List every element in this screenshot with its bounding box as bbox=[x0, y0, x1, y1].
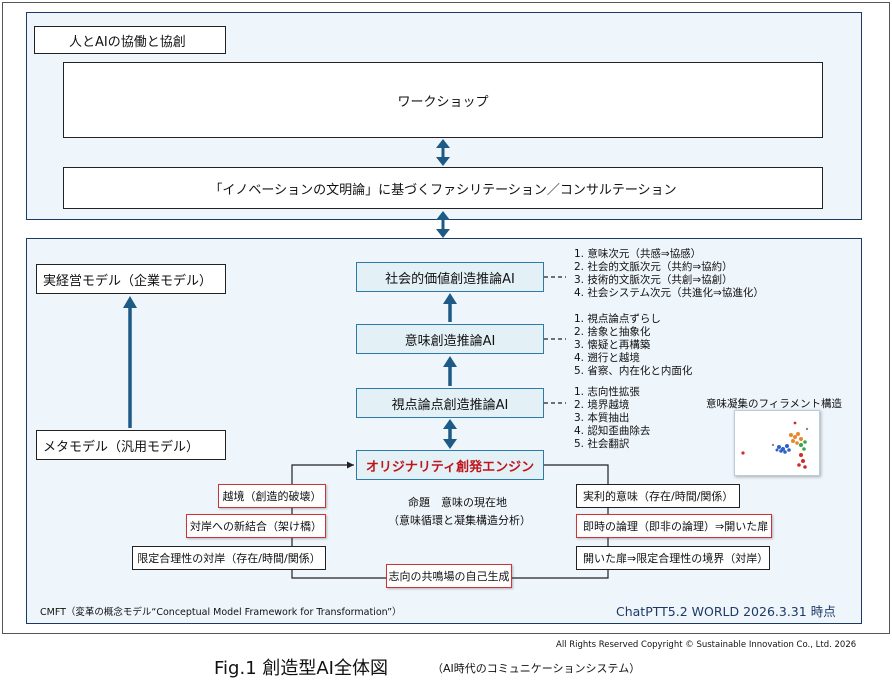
loop-right-practical-meaning: 実利的意味（存在/時間/関係） bbox=[576, 484, 740, 508]
meaning-ai-text: 意味創造推論AI bbox=[404, 333, 496, 349]
loop-right-practical-meaning-text: 実利的意味（存在/時間/関係） bbox=[583, 490, 734, 503]
arrow-meaning-to-social bbox=[443, 293, 457, 322]
list-item: 3. 本質抽出 bbox=[574, 412, 630, 424]
list-item: 4. 社会システム次元（共進化⇒協進化） bbox=[574, 287, 764, 299]
double-arrow-workshop-facilitation bbox=[436, 139, 450, 166]
filament-label: 意味凝集のフィラメント構造 bbox=[706, 398, 842, 410]
loop-right-open-door-text: 開いた扉⇒限定合理性の境界（対岸） bbox=[583, 552, 769, 565]
arrow-meta-to-real bbox=[123, 296, 137, 428]
list-item: 1. 視点論点ずらし bbox=[574, 313, 661, 325]
originality-engine-box: オリジナリティ創発エンジン bbox=[356, 450, 544, 480]
list-item: 2. 捨象と抽象化 bbox=[574, 326, 651, 338]
engine-caption-line2: （意味循環と凝集構造分析） bbox=[388, 514, 531, 527]
collaboration-label-text: 人とAIの協働と協創 bbox=[69, 34, 186, 50]
loop-right-immediate-logic-text: 即時の論理（即非の論理）⇒開いた扉 bbox=[583, 520, 769, 533]
list-item: 1. 意味次元（共感⇒協感） bbox=[574, 248, 702, 260]
loop-left-new-combination-text: 対岸への新結合（架け橋） bbox=[190, 520, 322, 533]
list-item: 2. 境界越境 bbox=[574, 399, 630, 411]
figure-subtitle: （AI時代のコミュニケーションシステム） bbox=[432, 662, 641, 675]
viewpoint-ai-box: 視点論点創造推論AI bbox=[356, 388, 544, 418]
viewpoint-ai-text: 視点論点創造推論AI bbox=[391, 397, 509, 413]
arrow-viewpoint-to-meaning bbox=[443, 356, 457, 386]
facilitation-text: 「イノベーションの文明論」に基づくファシリテーション／コンサルテーション bbox=[209, 182, 677, 198]
world-stamp: ChatPTT5.2 WORLD 2026.3.31 時点 bbox=[616, 604, 836, 619]
resonance-field-box: 志向の共鳴場の自己生成 bbox=[386, 564, 512, 588]
loop-right-open-door: 開いた扉⇒限定合理性の境界（対岸） bbox=[576, 546, 770, 570]
double-arrow-panels bbox=[436, 211, 450, 238]
social-value-ai-box: 社会的価値創造推論AI bbox=[356, 262, 544, 292]
list-item: 4. 認知歪曲除去 bbox=[574, 425, 651, 437]
loop-left-bounded-rationality: 限定合理性の対岸（存在/時間/関係） bbox=[132, 546, 326, 570]
social-value-ai-text: 社会的価値創造推論AI bbox=[385, 271, 515, 287]
cmft-note: CMFT（変革の概念モデル“Conceptual Model Framework… bbox=[40, 607, 402, 618]
loop-right-immediate-logic: 即時の論理（即非の論理）⇒開いた扉 bbox=[576, 514, 772, 538]
meaning-ai-box: 意味創造推論AI bbox=[356, 324, 544, 354]
loop-left-bounded-rationality-text: 限定合理性の対岸（存在/時間/関係） bbox=[137, 552, 321, 565]
engine-caption-line1: 命題 意味の現在地 bbox=[408, 496, 507, 509]
meaning-items: 1. 視点論点ずらし 2. 捨象と抽象化 3. 懐疑と再構築 4. 遡行と越境 … bbox=[574, 313, 692, 378]
list-item: 5. 社会翻訳 bbox=[574, 438, 630, 450]
dashed-connectors bbox=[544, 276, 566, 404]
facilitation-box: 「イノベーションの文明論」に基づくファシリテーション／コンサルテーション bbox=[63, 167, 823, 209]
list-item: 1. 志向性拡張 bbox=[574, 386, 640, 398]
list-item: 2. 社会的文脈次元（共約⇒協約） bbox=[574, 261, 733, 273]
workshop-text: ワークショップ bbox=[397, 94, 489, 110]
list-item: 4. 遡行と越境 bbox=[574, 352, 640, 364]
loop-left-transcend-text: 越境（創造的破壊） bbox=[222, 490, 322, 503]
list-item: 3. 技術的文脈次元（共創⇒協創） bbox=[574, 274, 733, 286]
viewpoint-items: 1. 志向性拡張 2. 境界越境 3. 本質抽出 4. 認知歪曲除去 5. 社会… bbox=[574, 386, 650, 451]
list-item: 5. 省察、内在化と内面化 bbox=[574, 365, 693, 377]
list-item: 3. 懐疑と再構築 bbox=[574, 339, 651, 351]
filament-scatter-icon bbox=[741, 421, 809, 469]
social-value-items: 1. 意味次元（共感⇒協感） 2. 社会的文脈次元（共約⇒協約） 3. 技術的文… bbox=[574, 248, 764, 300]
meta-model-text: メタモデル（汎用モデル） bbox=[43, 439, 200, 455]
real-model-text: 実経営モデル（企業モデル） bbox=[43, 273, 213, 289]
figure-title: Fig.1 創造型AI全体図 bbox=[214, 658, 388, 679]
originality-engine-text: オリジナリティ創発エンジン bbox=[365, 459, 535, 475]
meta-model-box: メタモデル（汎用モデル） bbox=[36, 430, 226, 460]
real-model-box: 実経営モデル（企業モデル） bbox=[36, 264, 226, 294]
workshop-box: ワークショップ bbox=[63, 62, 823, 138]
loop-left-transcend: 越境（創造的破壊） bbox=[218, 484, 326, 508]
collaboration-label: 人とAIの協働と協創 bbox=[34, 26, 226, 54]
double-arrow-engine-viewpoint bbox=[443, 419, 457, 449]
loop-lines bbox=[291, 461, 609, 579]
resonance-field-text: 志向の共鳴場の自己生成 bbox=[388, 570, 510, 583]
loop-left-new-combination: 対岸への新結合（架け橋） bbox=[186, 514, 326, 538]
filament-image bbox=[734, 410, 820, 476]
copyright-note: All Rights Reserved Copyright © Sustaina… bbox=[556, 640, 857, 650]
